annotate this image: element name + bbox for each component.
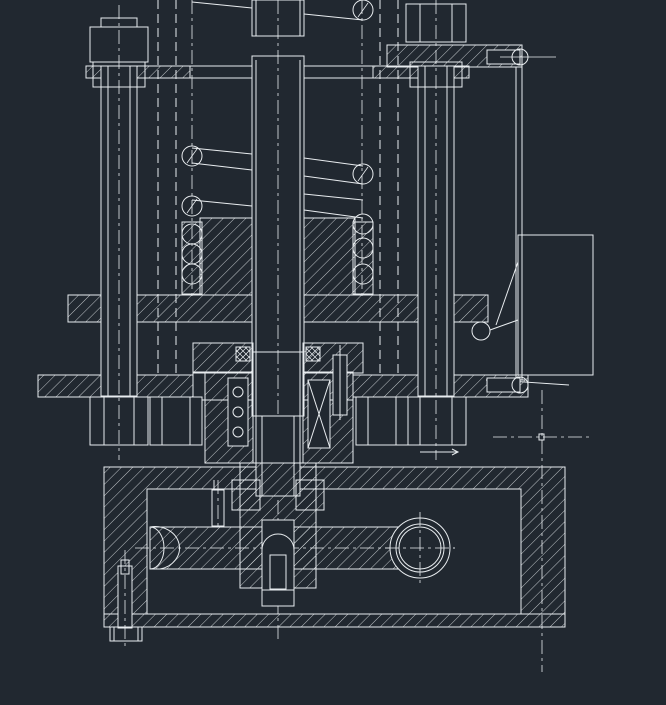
base-housing [103, 466, 566, 628]
spring-guides [181, 221, 374, 295]
crank-pin-circle [385, 512, 455, 584]
base-bolt-left [109, 550, 143, 648]
center-mark [538, 433, 545, 441]
lower-piston [211, 462, 325, 607]
limit-switch-arm [420, 48, 594, 456]
central-rod [251, 0, 305, 640]
guide-column-right [405, 0, 467, 460]
guide-column-left [89, 5, 149, 460]
column-nuts-inner [149, 396, 409, 446]
